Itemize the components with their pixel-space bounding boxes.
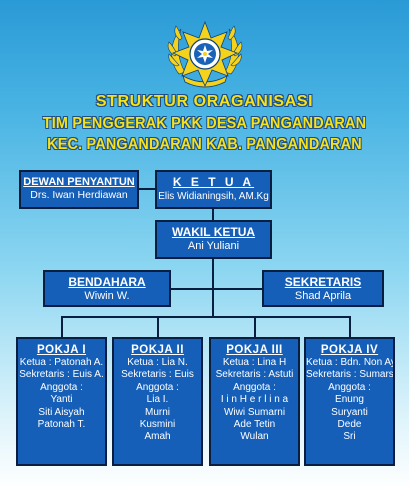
pokja-2-anggota-label: Anggota : bbox=[136, 381, 179, 393]
pokja-2-sekretaris: Sekretaris : Euis bbox=[121, 369, 194, 381]
pokja-2-member: Murni bbox=[144, 406, 170, 418]
dewan-penyantun-box: DEWAN PENYANTUN Drs. Iwan Herdiawan bbox=[19, 170, 139, 209]
pokja-3-title: POKJA III bbox=[226, 344, 283, 356]
pokja-3-sekretaris: Sekretaris : Astuti bbox=[215, 369, 294, 381]
bendahara-box: BENDAHARA Wiwin W. bbox=[43, 270, 171, 307]
pokja-4-sekretaris: Sekretaris : Sumarsih bbox=[306, 369, 395, 381]
pokja-2-ketua: Ketua : Lia N. bbox=[127, 357, 188, 368]
dewan-role: DEWAN PENYANTUN bbox=[23, 176, 135, 188]
ketua-box: K E T U A Elis Widianingsih, AM.Kg bbox=[155, 170, 272, 209]
ketua-role: K E T U A bbox=[172, 175, 255, 189]
sekretaris-box: SEKRETARIS Shad Aprila bbox=[262, 270, 384, 307]
pokja-4-member: Dede bbox=[337, 419, 362, 431]
pokja-1-ketua: Ketua : Patonah A. bbox=[19, 357, 104, 368]
pokja-4-member: Sri bbox=[343, 431, 356, 443]
pokja-3-member: Wiwi Sumarni bbox=[223, 406, 286, 418]
pokja-4-title: POKJA IV bbox=[320, 344, 379, 356]
chart-title-line-3: KEC. PANGANDARAN KAB. PANGANDARAN bbox=[47, 136, 362, 153]
pokja-3-box: POKJA III Ketua : Lina H Sekretaris : As… bbox=[209, 337, 300, 466]
pokja-2-member: Kusmini bbox=[139, 419, 176, 431]
dewan-name: Drs. Iwan Herdiawan bbox=[30, 189, 128, 201]
connector-pokja-3 bbox=[254, 316, 256, 337]
connector-pokja-4 bbox=[349, 316, 351, 337]
pokja-1-member: Yanti bbox=[50, 394, 73, 406]
sekretaris-role: SEKRETARIS bbox=[284, 275, 362, 289]
connector-bendahara-sekretaris bbox=[171, 288, 262, 290]
pokja-1-member: Patonah T. bbox=[37, 419, 86, 431]
pokja-4-ketua: Ketua : Bdn. Non Ayu bbox=[306, 357, 395, 368]
connector-pokja-2 bbox=[157, 316, 159, 337]
pokja-2-title: POKJA II bbox=[131, 344, 184, 356]
pokja-1-anggota-label: Anggota : bbox=[40, 381, 83, 393]
connector-ketua-wakil bbox=[212, 209, 214, 220]
pokja-4-box: POKJA IV Ketua : Bdn. Non Ayu Sekretaris… bbox=[304, 337, 395, 466]
pokja-1-title: POKJA I bbox=[36, 344, 87, 356]
pokja-3-member: Wulan bbox=[240, 431, 269, 443]
chart-title-line-2: TIM PENGGERAK PKK DESA PANGANDARAN bbox=[42, 115, 367, 132]
pokja-1-box: POKJA I Ketua : Patonah A. Sekretaris : … bbox=[16, 337, 107, 466]
pokja-3-member: Ade Tetin bbox=[233, 419, 276, 431]
connector-dewan-ketua bbox=[139, 188, 155, 190]
wakil-ketua-box: WAKIL KETUA Ani Yuliani bbox=[155, 220, 272, 259]
ketua-name: Elis Widianingsih, AM.Kg bbox=[158, 191, 269, 202]
pokja-2-box: POKJA II Ketua : Lia N. Sekretaris : Eui… bbox=[112, 337, 203, 466]
connector-pokja-1 bbox=[61, 316, 63, 337]
bendahara-role: BENDAHARA bbox=[68, 275, 146, 289]
chart-title-line-1: STRUKTUR ORAGANISASI bbox=[95, 93, 314, 110]
bendahara-name: Wiwin W. bbox=[84, 290, 130, 302]
pokja-3-ketua: Ketua : Lina H bbox=[222, 357, 287, 368]
pokja-3-anggota-label: Anggota : bbox=[233, 381, 276, 393]
pokja-1-member: Siti Aisyah bbox=[38, 406, 85, 418]
pokja-2-member: Amah bbox=[144, 431, 171, 443]
wakil-name: Ani Yuliani bbox=[187, 240, 240, 252]
pokja-4-member: Enung bbox=[335, 394, 364, 406]
pkk-emblem-icon bbox=[167, 20, 243, 88]
sekretaris-name: Shad Aprila bbox=[294, 290, 352, 302]
connector-pokja-bus bbox=[61, 316, 351, 318]
pokja-4-anggota-label: Anggota : bbox=[328, 381, 371, 393]
pokja-1-sekretaris: Sekretaris : Euis A. bbox=[19, 369, 104, 381]
pokja-3-member: I i n H e r l i n a bbox=[220, 394, 289, 406]
wakil-role: WAKIL KETUA bbox=[171, 225, 256, 239]
pokja-2-member: Lia I. bbox=[146, 394, 169, 406]
pokja-4-member: Suryanti bbox=[331, 406, 368, 418]
